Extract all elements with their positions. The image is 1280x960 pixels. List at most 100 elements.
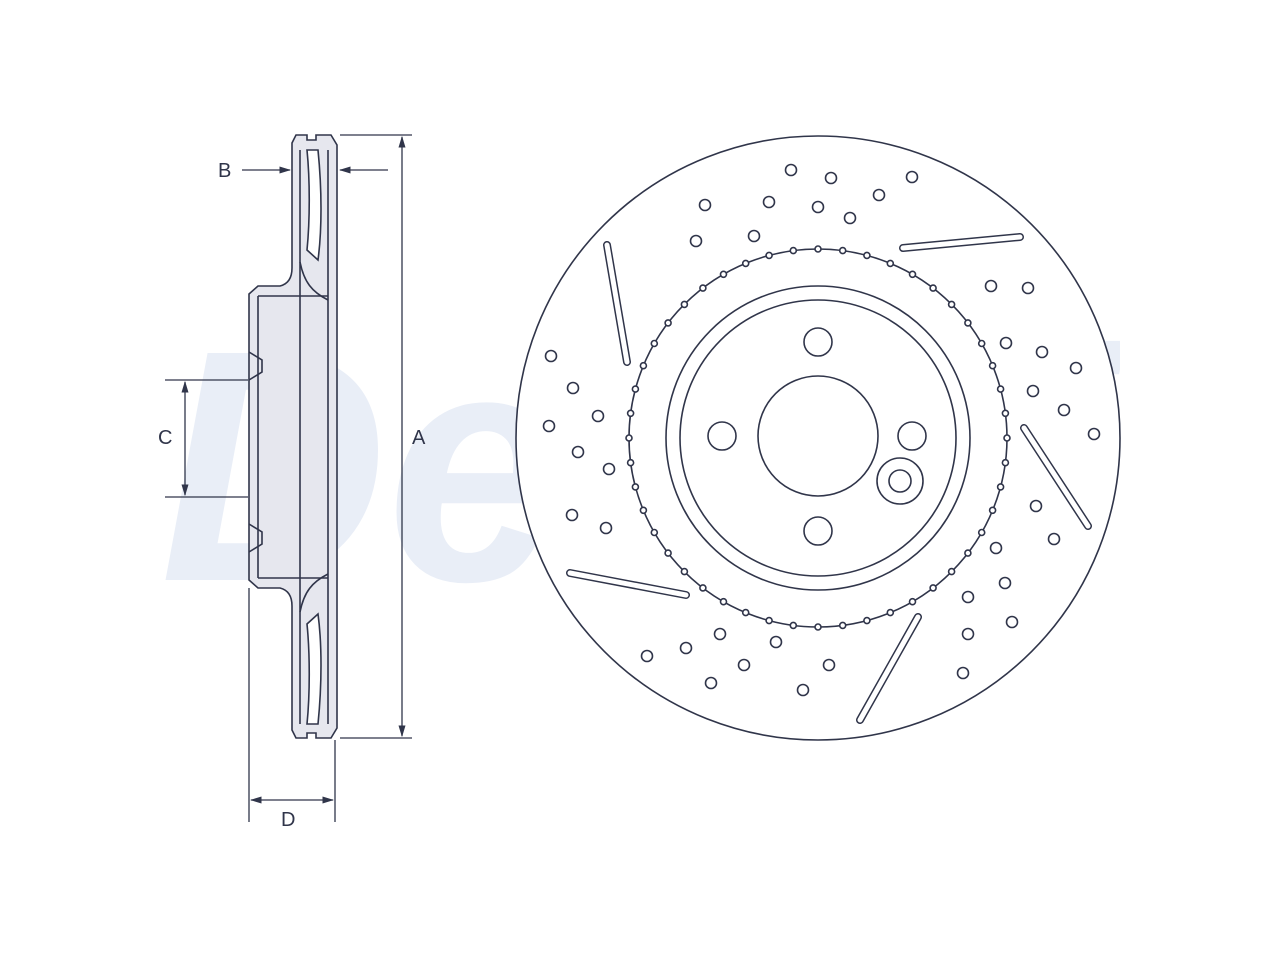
drilled-hole (602, 462, 616, 476)
drilled-hole (984, 279, 998, 293)
drilled-hole (762, 195, 776, 209)
drilled-hole (843, 211, 857, 225)
drilled-hole (989, 541, 1003, 555)
ring-notch (814, 623, 822, 631)
label-a: A (412, 427, 426, 449)
ring-notch (680, 300, 689, 309)
cooling-slots (566, 233, 1092, 724)
drilled-hole (769, 635, 783, 649)
drilled-hole (796, 683, 810, 697)
inner-ring-notches (625, 245, 1011, 631)
drilled-hole (747, 229, 761, 243)
ring-notch (650, 528, 659, 537)
ring-notch (977, 528, 986, 537)
ring-notch (719, 270, 728, 279)
drilled-hole (566, 381, 580, 395)
drilled-hole (1035, 345, 1049, 359)
ring-notch (886, 608, 895, 617)
drilled-hole (1087, 427, 1101, 441)
drilled-hole (737, 658, 751, 672)
cooling-slot-interior (900, 234, 1023, 251)
wheel-bolt-hole-right (897, 421, 927, 451)
drilled-hole (961, 627, 975, 641)
ring-notch (1001, 458, 1010, 467)
ring-notch (650, 339, 659, 348)
ring-notch (996, 483, 1005, 491)
locating-screw-ring (876, 457, 924, 505)
drilled-hole (872, 188, 886, 202)
cooling-slot-interior (1021, 425, 1091, 529)
vent-channel-bottom (306, 612, 322, 725)
drilled-hole (571, 445, 585, 459)
ring-notch (886, 259, 895, 268)
front-face-view (515, 135, 1121, 741)
ring-notch (838, 246, 847, 255)
ring-notch (664, 549, 672, 557)
drilled-hole (544, 349, 558, 363)
cross-drilled-holes (542, 163, 1101, 697)
drilled-hole (1057, 403, 1071, 417)
drilled-hole (822, 658, 836, 672)
hat-inner-edge (679, 299, 957, 577)
drilled-hole (1021, 281, 1035, 295)
drilled-hole (1029, 499, 1043, 513)
drilled-hole (679, 641, 693, 655)
side-profile-view (248, 134, 338, 739)
ring-notch (863, 616, 871, 625)
ring-notch (626, 458, 635, 467)
ring-notch (631, 385, 640, 393)
drilled-hole (565, 508, 579, 522)
ring-notch (1003, 434, 1011, 442)
ring-notch (626, 409, 635, 418)
drilled-hole (591, 409, 605, 423)
wheel-bolt-hole-bottom (803, 516, 833, 546)
drilled-hole (542, 419, 556, 433)
ring-notch (765, 616, 773, 625)
drilled-hole (704, 676, 718, 690)
ring-notch (964, 319, 972, 327)
ring-notch (699, 584, 707, 592)
ring-notch (838, 621, 847, 630)
wheel-bolt-hole-top (803, 327, 833, 357)
drilled-hole (811, 200, 825, 214)
vent-channel-top (306, 149, 322, 262)
ring-notch (929, 584, 937, 592)
dimension-lines (165, 134, 412, 822)
ring-notch (639, 361, 648, 370)
label-b: B (218, 160, 231, 182)
drilled-hole (905, 170, 919, 184)
ring-notch (789, 246, 798, 255)
cooling-slot-interior (857, 614, 921, 723)
drilled-hole (599, 521, 613, 535)
ring-notch (625, 434, 633, 442)
cooling-slot-interior (567, 570, 689, 598)
drilled-hole (1026, 384, 1040, 398)
ring-notch (908, 597, 917, 606)
ring-notch (789, 621, 798, 630)
ring-notch (964, 549, 972, 557)
drilled-hole (640, 649, 654, 663)
ring-notch (988, 361, 997, 370)
ring-notch (988, 506, 997, 515)
center-bore (757, 375, 879, 497)
disc-profile (248, 134, 338, 739)
ring-notch (765, 251, 773, 260)
drilled-hole (961, 590, 975, 604)
hat-outer-edge (665, 285, 971, 591)
ring-notch (863, 251, 871, 260)
ring-notch (719, 597, 728, 606)
label-c: C (158, 427, 172, 449)
drilled-hole (824, 171, 838, 185)
ring-notch (680, 567, 689, 576)
wheel-bolt-hole-left (707, 421, 737, 451)
ring-notch (741, 608, 750, 617)
drilled-hole (698, 198, 712, 212)
ring-notch (929, 284, 937, 292)
ring-notch (908, 270, 917, 279)
drilled-hole (784, 163, 798, 177)
drilled-hole (689, 234, 703, 248)
drilled-hole (713, 627, 727, 641)
ring-notch (664, 319, 672, 327)
